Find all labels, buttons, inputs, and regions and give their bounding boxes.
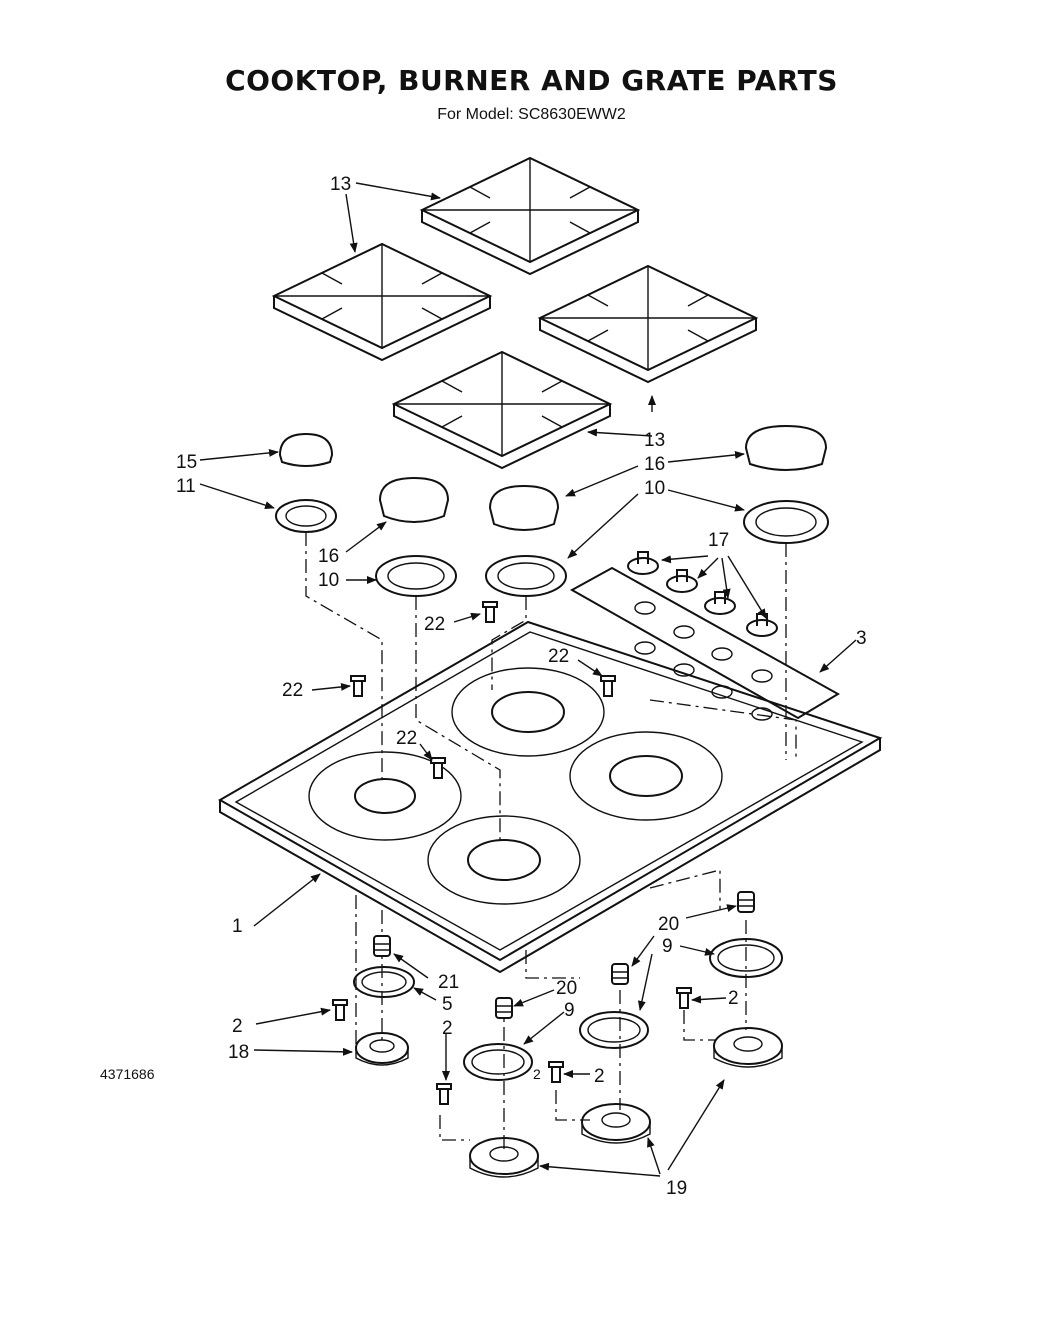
callout-20-right: 20 [658, 914, 679, 935]
burner-cap-right [744, 424, 828, 471]
grate-left [271, 242, 493, 362]
callout-13-top: 13 [330, 174, 351, 195]
burner-base-19-b [581, 1103, 651, 1144]
screw-22-a [482, 601, 498, 623]
callout-16-left: 16 [318, 546, 339, 567]
callout-15: 15 [176, 452, 197, 473]
screw-22-c [600, 675, 616, 697]
grate-right [537, 264, 759, 384]
callout-22-b: 22 [282, 680, 303, 701]
control-knob-4 [746, 613, 778, 637]
page-number: 2 [533, 1066, 541, 1082]
burner-cap-left [378, 476, 450, 523]
trim-ring-small [275, 499, 337, 533]
callout-22-d: 22 [396, 728, 417, 749]
callout-10-right: 10 [644, 478, 665, 499]
screw-2-d [676, 987, 692, 1009]
grate-front [391, 350, 613, 470]
control-knob-3 [704, 591, 736, 615]
ring-5 [353, 966, 415, 998]
callout-17: 17 [708, 530, 729, 551]
burner-cap-small [278, 432, 334, 467]
callout-labels: 13 13 15 11 16 16 10 10 17 22 22 22 22 3… [176, 174, 867, 1199]
callout-9-right: 9 [662, 936, 673, 957]
callout-11: 11 [176, 476, 196, 497]
screw-2-b [436, 1083, 452, 1105]
screw-2-a [332, 999, 348, 1021]
page-title: COOKTOP, BURNER AND GRATE PARTS [225, 64, 838, 97]
grate-back [419, 156, 641, 276]
callout-10-left: 10 [318, 570, 339, 591]
model-subtitle: For Model: SC8630EWW2 [437, 106, 626, 123]
ring-9-c [709, 938, 783, 978]
burner-cap-center [488, 484, 560, 531]
callout-2-center: 2 [594, 1066, 605, 1087]
burner-base-18 [355, 1032, 409, 1066]
burner-base-19-a [469, 1137, 539, 1178]
callout-22-c: 22 [548, 646, 569, 667]
callout-20-left: 20 [556, 978, 577, 999]
control-knob-2 [666, 569, 698, 593]
callout-2-center-left: 2 [442, 1018, 453, 1039]
cooktop-main [217, 620, 883, 974]
control-knob-1 [627, 551, 659, 575]
trim-ring-center [485, 555, 567, 597]
ring-9-b [579, 1011, 649, 1049]
leader-lines [199, 182, 857, 1177]
document-number: 4371686 [100, 1066, 155, 1082]
screw-22-d [430, 757, 446, 779]
orifice-20-a [495, 997, 513, 1019]
trim-ring-right [743, 500, 829, 544]
trim-ring-left [375, 555, 457, 597]
orifice-21 [373, 935, 391, 957]
screw-2-c [548, 1061, 564, 1083]
screw-22-b [350, 675, 366, 697]
callout-3: 3 [856, 628, 867, 649]
callout-21: 21 [438, 972, 459, 993]
callout-13-front: 13 [644, 430, 665, 451]
control-panel [569, 566, 840, 721]
orifice-20-c [737, 891, 755, 913]
callout-22-a: 22 [424, 614, 445, 635]
callout-16-right: 16 [644, 454, 665, 475]
callout-2-right: 2 [728, 988, 739, 1009]
callout-18: 18 [228, 1042, 249, 1063]
callout-19: 19 [666, 1178, 687, 1199]
ring-9-a [463, 1043, 533, 1081]
callout-5: 5 [442, 994, 453, 1015]
callout-2-far-left: 2 [232, 1016, 243, 1037]
orifice-20-b [611, 963, 629, 985]
burner-base-19-c [713, 1027, 783, 1068]
callout-1: 1 [232, 916, 243, 937]
callout-9-left: 9 [564, 1000, 575, 1021]
